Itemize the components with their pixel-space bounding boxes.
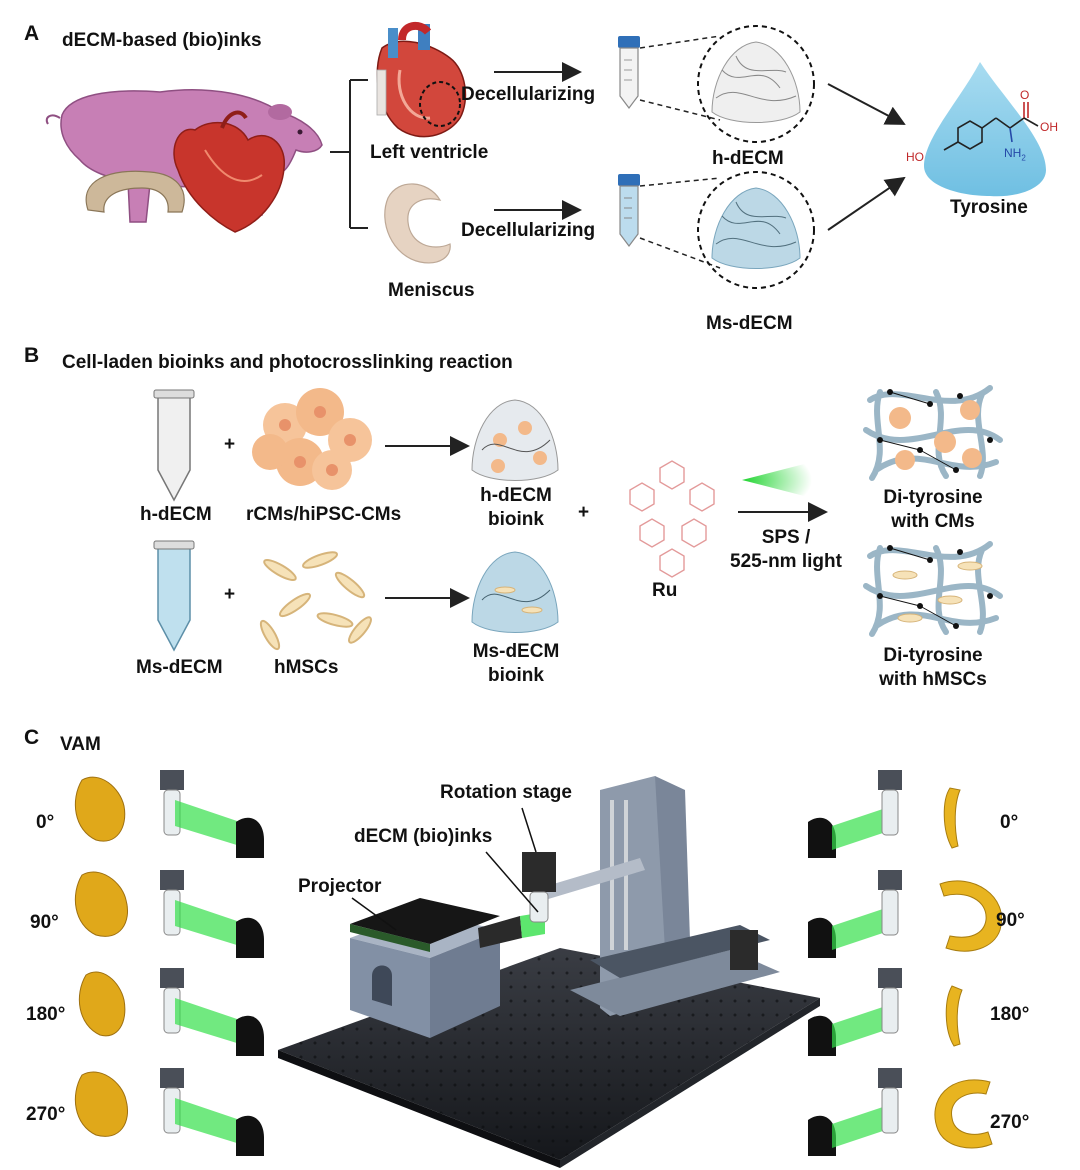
panel-a-title: dECM-based (bio)inks	[62, 30, 262, 51]
tyrosine-drop	[924, 62, 1046, 197]
h-decm-gel	[697, 25, 815, 143]
meniscus-c	[384, 183, 451, 264]
plus-top: +	[224, 434, 236, 455]
decellularizing-bottom-label: Decellularizing	[461, 220, 596, 241]
angle-left-0: 0°	[36, 812, 55, 833]
tube-h-decm	[153, 389, 195, 502]
angle-left-90: 90°	[30, 912, 59, 933]
cells-bottom-label: hMSCs	[274, 657, 339, 678]
plus-ru: +	[578, 502, 590, 523]
gold-hearts-left	[74, 776, 128, 1137]
plus-bottom: +	[224, 584, 236, 605]
network-hmscs	[863, 541, 1003, 637]
pig-heart	[173, 110, 285, 233]
vam-vials-right	[808, 770, 902, 1156]
gold-menisci-right	[934, 787, 1003, 1149]
tube-top	[618, 36, 640, 109]
sps-light-label: SPS /525-nm light	[730, 527, 842, 572]
panel-b-letter: B	[24, 344, 40, 367]
tyrosine-label: Tyrosine	[950, 197, 1028, 218]
angle-right-90: 90°	[996, 910, 1025, 931]
h-decm-tube-label: h-dECM	[140, 504, 212, 525]
network-cms	[863, 385, 1003, 481]
chem-oh: OH	[1040, 120, 1058, 134]
ru-label: Ru	[652, 580, 678, 601]
green-light-beam	[742, 462, 812, 498]
h-decm-label: h-dECM	[712, 148, 784, 169]
angle-right-0: 0°	[1000, 812, 1019, 833]
vam-apparatus	[278, 776, 820, 1168]
decm-inks-label: dECM (bio)inks	[354, 826, 493, 847]
panel-c-letter: C	[24, 726, 40, 749]
cm-cluster	[252, 388, 372, 490]
hmsc-scatter	[259, 551, 372, 651]
vam-vials-left	[160, 770, 264, 1156]
panel-a-letter: A	[24, 22, 40, 45]
angle-right-270: 270°	[990, 1112, 1030, 1133]
panel-b-title: Cell-laden bioinks and photocrosslinking…	[62, 352, 513, 373]
panel-c-title: VAM	[60, 734, 101, 755]
angle-left-180: 180°	[26, 1004, 66, 1025]
ms-decm-gel	[697, 171, 815, 289]
left-ventricle-label: Left ventricle	[370, 142, 489, 163]
tube-bottom	[618, 174, 640, 247]
ms-decm-tube-label: Ms-dECM	[136, 657, 223, 678]
chem-nh2: NH2	[1004, 146, 1026, 163]
pig-meniscus	[85, 170, 185, 213]
rotation-stage-label: Rotation stage	[440, 782, 572, 803]
angle-right-180: 180°	[990, 1004, 1030, 1025]
cells-top-label: rCMs/hiPSC-CMs	[246, 504, 402, 525]
projector-label: Projector	[298, 876, 382, 897]
left-ventricle-heart	[376, 21, 467, 138]
chem-o: O	[1020, 88, 1030, 102]
ms-decm-bioink-gel	[471, 551, 559, 633]
tube-ms-decm	[153, 540, 195, 652]
h-decm-bioink-gel	[471, 399, 559, 481]
chem-ho: HO	[906, 150, 924, 164]
angle-left-270: 270°	[26, 1104, 66, 1125]
ms-decm-label: Ms-dECM	[706, 313, 793, 334]
ru-complex	[629, 460, 715, 578]
meniscus-label: Meniscus	[388, 280, 475, 301]
decellularizing-top-label: Decellularizing	[461, 84, 596, 105]
